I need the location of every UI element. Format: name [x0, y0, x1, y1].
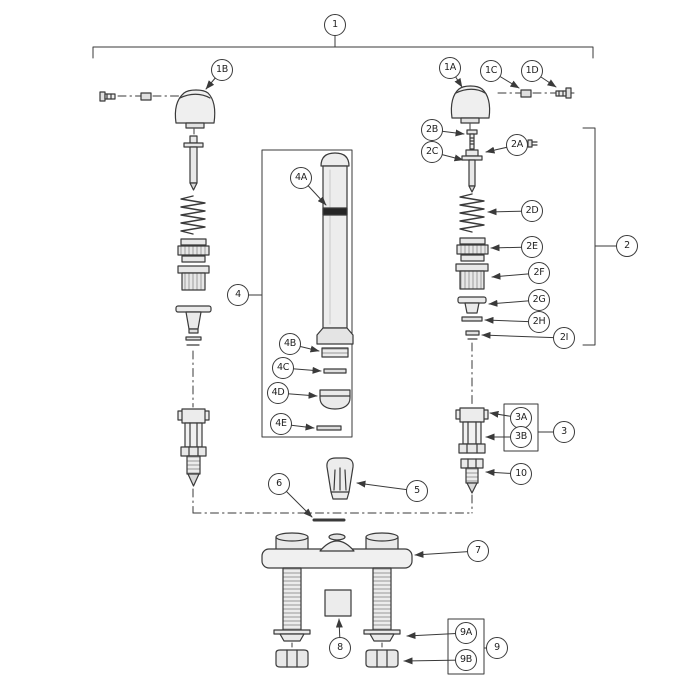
spout	[316, 152, 354, 345]
bonnet-right	[455, 263, 489, 290]
callout-2c: 2C	[421, 141, 443, 163]
callout-2a: 2A	[506, 134, 528, 156]
screw-2a-small	[527, 139, 538, 148]
stem-left	[183, 135, 204, 191]
callout-1c: 1C	[480, 60, 502, 82]
gasket-8	[324, 589, 352, 617]
group-box-9	[447, 618, 485, 675]
spout-group-box	[261, 149, 353, 438]
handle-plug-right	[520, 89, 532, 98]
valve-right	[455, 407, 489, 454]
valve-left	[177, 408, 210, 457]
shank-left	[282, 567, 302, 633]
callout-8: 8	[329, 637, 351, 659]
callout-1b: 1B	[211, 59, 233, 81]
packing-right	[456, 237, 489, 262]
mount-nut-left	[275, 649, 309, 668]
handle-left	[174, 89, 216, 129]
callout-2f: 2F	[528, 262, 550, 284]
handle-right	[450, 85, 491, 124]
mount-washer-right	[363, 629, 401, 642]
faucet-body-7	[261, 532, 413, 569]
pin-4e	[316, 425, 342, 431]
callout-9: 9	[486, 637, 508, 659]
callout-3: 3	[553, 421, 575, 443]
adapter-left	[186, 455, 201, 487]
callout-7: 7	[467, 540, 489, 562]
spring-left	[180, 195, 206, 235]
callout-9b: 9B	[455, 649, 477, 671]
handle-screw-right	[555, 87, 572, 99]
spout-nut-5	[326, 457, 354, 500]
group-box-3	[503, 403, 539, 452]
callout-4d: 4D	[267, 382, 289, 404]
callout-1a: 1A	[439, 57, 461, 79]
handle-screw-left	[99, 91, 116, 102]
callout-2g: 2G	[528, 289, 550, 311]
callout-6: 6	[268, 473, 290, 495]
spring-right	[459, 193, 485, 233]
washer-left	[185, 336, 202, 341]
packing-left	[177, 238, 210, 263]
callout-9a: 9A	[455, 622, 477, 644]
callout-4: 4	[227, 284, 249, 306]
spout-oring	[322, 207, 348, 216]
group-bracket-2	[582, 127, 596, 346]
ring-2i	[465, 330, 480, 340]
handle-plug-left	[140, 92, 152, 101]
screw-2b	[466, 129, 478, 150]
callout-4c: 4C	[272, 357, 294, 379]
callout-1: 1	[324, 14, 346, 36]
callout-3b: 3B	[510, 426, 532, 448]
callout-4b: 4B	[279, 333, 301, 355]
callout-5: 5	[406, 480, 428, 502]
callout-2i: 2I	[553, 327, 575, 349]
washer-2h	[461, 316, 483, 322]
callout-4e: 4E	[270, 413, 292, 435]
bonnet-left	[177, 265, 210, 291]
callout-1d: 1D	[521, 60, 543, 82]
group-bracket-1	[92, 35, 594, 59]
stem-right	[461, 149, 483, 193]
callout-10: 10	[510, 463, 532, 485]
callout-2b: 2B	[421, 119, 443, 141]
callout-2h: 2H	[528, 311, 550, 333]
thread-ring-4b	[321, 347, 349, 358]
ring-4c	[323, 368, 347, 374]
seat-left	[175, 305, 212, 334]
collar-4d	[319, 389, 351, 410]
adapter-10	[460, 458, 484, 494]
flange-washer-2g	[457, 296, 487, 314]
callout-2e: 2E	[521, 236, 543, 258]
leader-2i	[481, 331, 565, 339]
shank-right	[372, 567, 392, 633]
mount-washer-left	[273, 629, 311, 642]
callout-2d: 2D	[521, 200, 543, 222]
mount-nut-right	[365, 649, 399, 668]
callout-4a: 4A	[290, 167, 312, 189]
callout-2: 2	[616, 235, 638, 257]
